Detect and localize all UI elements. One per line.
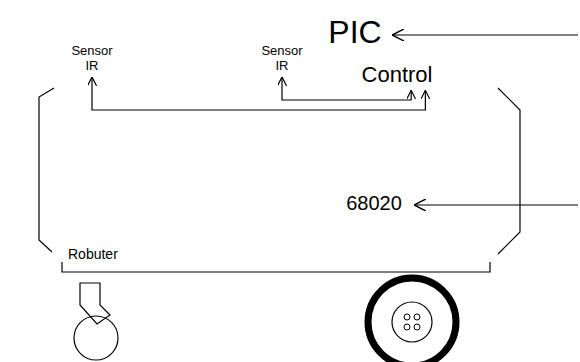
drive-wheel	[368, 278, 456, 362]
node-text: Control	[362, 62, 433, 87]
part-label: Robuter	[68, 246, 118, 262]
node-text: Sensor IR	[254, 44, 310, 74]
part-label: 68020	[346, 192, 402, 215]
text-node: Sensor IR	[64, 44, 120, 74]
hub-bolt	[414, 324, 420, 330]
hub-bolt	[404, 314, 410, 320]
chassis-base	[62, 262, 490, 272]
part-label: PIC	[328, 14, 381, 51]
node-text: Sensor IR	[64, 44, 120, 74]
pointer-arrow	[392, 34, 578, 35]
hub-bolt	[414, 314, 420, 320]
text-node: Sensor IR	[254, 44, 310, 74]
caster-wheel	[74, 316, 118, 360]
body-bracket	[39, 88, 54, 252]
pointer-arrow	[414, 204, 578, 205]
hub-bolt	[404, 324, 410, 330]
text-node: Control	[362, 62, 433, 87]
wheel-hub	[392, 302, 432, 342]
body-bracket	[498, 88, 520, 254]
